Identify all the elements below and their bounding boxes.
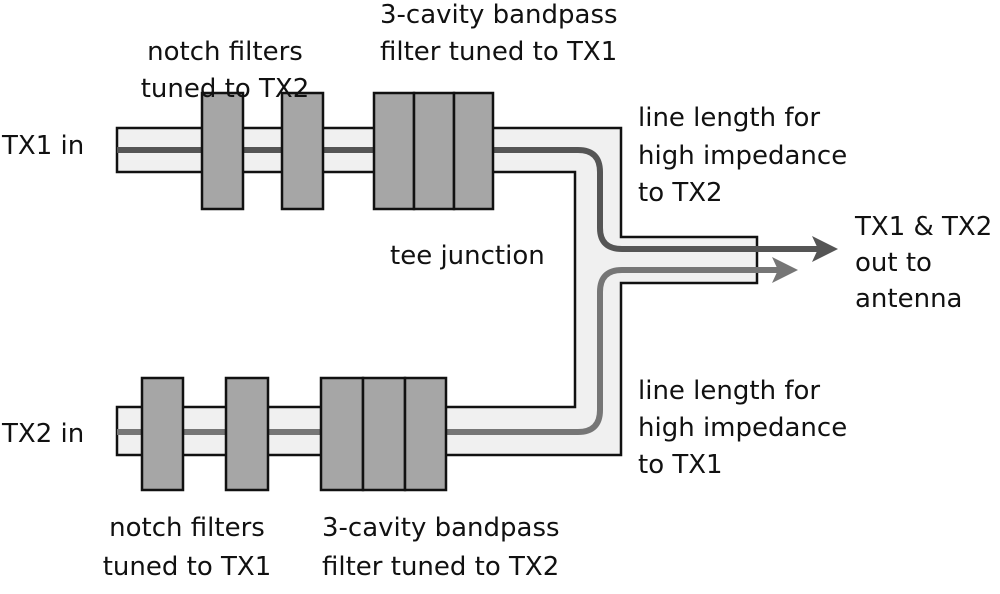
label-notch-tx1-line2: tuned to TX1	[103, 552, 272, 582]
label-bandpass-tx2-line2: filter tuned to TX2	[322, 552, 559, 582]
tx2-signal-path	[117, 267, 782, 435]
label-notch-tx1-line1: notch filters	[109, 513, 265, 543]
label-bandpass-tx2-line1: 3-cavity bandpass	[322, 513, 560, 543]
tx1-signal-path	[117, 147, 822, 252]
label-line-length-tx2-line3: to TX2	[638, 178, 723, 208]
bandpass-filter-tx1	[372, 91, 495, 211]
notch-filter-tx2-1	[200, 91, 245, 211]
label-tee-junction: tee junction	[390, 241, 545, 271]
label-output-line2: out to	[855, 248, 932, 278]
label-line-length-tx2-line2: high impedance	[638, 141, 847, 171]
label-tx1-in: TX1 in	[1, 131, 84, 161]
tx1-output-arrowhead	[812, 236, 838, 262]
label-output-line1: TX1 & TX2	[854, 212, 992, 242]
notch-filter-tx2-2	[280, 91, 325, 211]
label-notch-tx2-line1: notch filters	[147, 37, 303, 67]
label-line-length-tx1-line2: high impedance	[638, 413, 847, 443]
label-line-length-tx2-line1: line length for	[638, 103, 820, 133]
notch-filter-tx1-1	[140, 376, 185, 492]
bandpass-filter-tx2	[319, 376, 448, 492]
label-notch-tx2-line2: tuned to TX2	[141, 74, 310, 104]
label-line-length-tx1-line3: to TX1	[638, 450, 723, 480]
tx2-output-arrowhead	[772, 257, 798, 283]
label-output-line3: antenna	[855, 284, 963, 314]
label-tx2-in: TX2 in	[1, 419, 84, 449]
label-line-length-tx1-line1: line length for	[638, 376, 820, 406]
label-bandpass-tx1-line2: filter tuned to TX1	[380, 37, 617, 67]
notch-filter-tx1-2	[224, 376, 270, 492]
label-bandpass-tx1-line1: 3-cavity bandpass	[380, 0, 618, 30]
